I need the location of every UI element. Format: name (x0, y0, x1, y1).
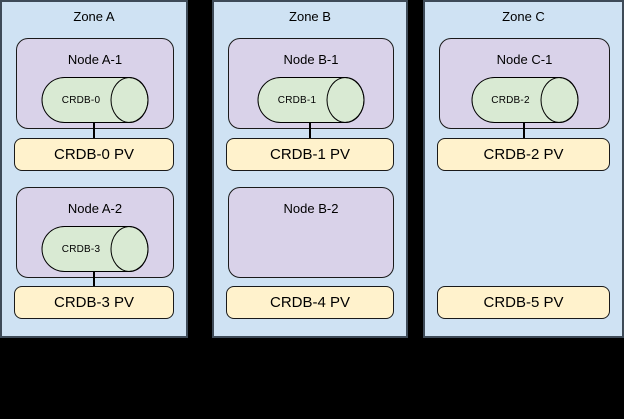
cylinder-cap-icon (326, 77, 365, 123)
crdb-5-pv-label: CRDB-5 PV (483, 294, 564, 311)
node-a-1-label: Node A-1 (67, 52, 123, 67)
zone-a-panel: Zone A Node A-1 CRDB-0 CRDB-0 PV Node A-… (0, 0, 188, 338)
zone-c-panel: Zone C Node C-1 CRDB-2 CRDB-2 PV CRDB-5 … (423, 0, 624, 338)
crdb-1-pod-cylinder: CRDB-1 (257, 77, 365, 123)
zone-a-title: Zone A (73, 9, 115, 24)
crdb-3-pv-box: CRDB-3 PV (14, 286, 174, 319)
crdb-4-pv-box: CRDB-4 PV (226, 286, 394, 319)
cylinder-cap-icon (540, 77, 578, 123)
cylinder-cap-icon (110, 77, 149, 123)
connector-line (93, 271, 95, 286)
crdb-3-pod-label: CRDB-3 (61, 243, 101, 255)
crdb-2-pv-box: CRDB-2 PV (437, 138, 610, 171)
crdb-1-pod-label: CRDB-1 (277, 94, 317, 106)
crdb-2-pv-label: CRDB-2 PV (483, 146, 564, 163)
cylinder-cap-icon (110, 226, 149, 272)
node-b-1-label: Node B-1 (283, 52, 339, 67)
node-c-1-box: Node C-1 CRDB-2 (439, 38, 610, 129)
crdb-3-pod-cylinder: CRDB-3 (41, 226, 149, 272)
crdb-0-pod-label: CRDB-0 (61, 94, 101, 106)
crdb-4-pv-label: CRDB-4 PV (269, 294, 351, 311)
connector-line (93, 122, 95, 138)
crdb-2-pod-cylinder: CRDB-2 (471, 77, 578, 123)
crdb-2-pod-label: CRDB-2 (491, 94, 530, 106)
node-b-1-box: Node B-1 CRDB-1 (228, 38, 394, 129)
node-a-2-label: Node A-2 (67, 201, 123, 216)
crdb-0-pv-box: CRDB-0 PV (14, 138, 174, 171)
crdb-1-pv-label: CRDB-1 PV (269, 146, 351, 163)
node-b-2-box: Node B-2 (228, 187, 394, 278)
zone-b-panel: Zone B Node B-1 CRDB-1 CRDB-1 PV Node B-… (212, 0, 408, 338)
crdb-1-pv-box: CRDB-1 PV (226, 138, 394, 171)
node-c-1-label: Node C-1 (496, 52, 553, 67)
node-b-2-label: Node B-2 (283, 201, 339, 216)
zone-c-title: Zone C (502, 9, 545, 24)
connector-line (309, 122, 311, 138)
node-a-1-box: Node A-1 CRDB-0 (16, 38, 174, 129)
zone-b-title: Zone B (289, 9, 331, 24)
crdb-3-pv-label: CRDB-3 PV (53, 294, 135, 311)
crdb-0-pod-cylinder: CRDB-0 (41, 77, 149, 123)
crdb-5-pv-box: CRDB-5 PV (437, 286, 610, 319)
crdb-0-pv-label: CRDB-0 PV (53, 146, 135, 163)
connector-line (522, 122, 525, 138)
node-a-2-box: Node A-2 CRDB-3 (16, 187, 174, 278)
